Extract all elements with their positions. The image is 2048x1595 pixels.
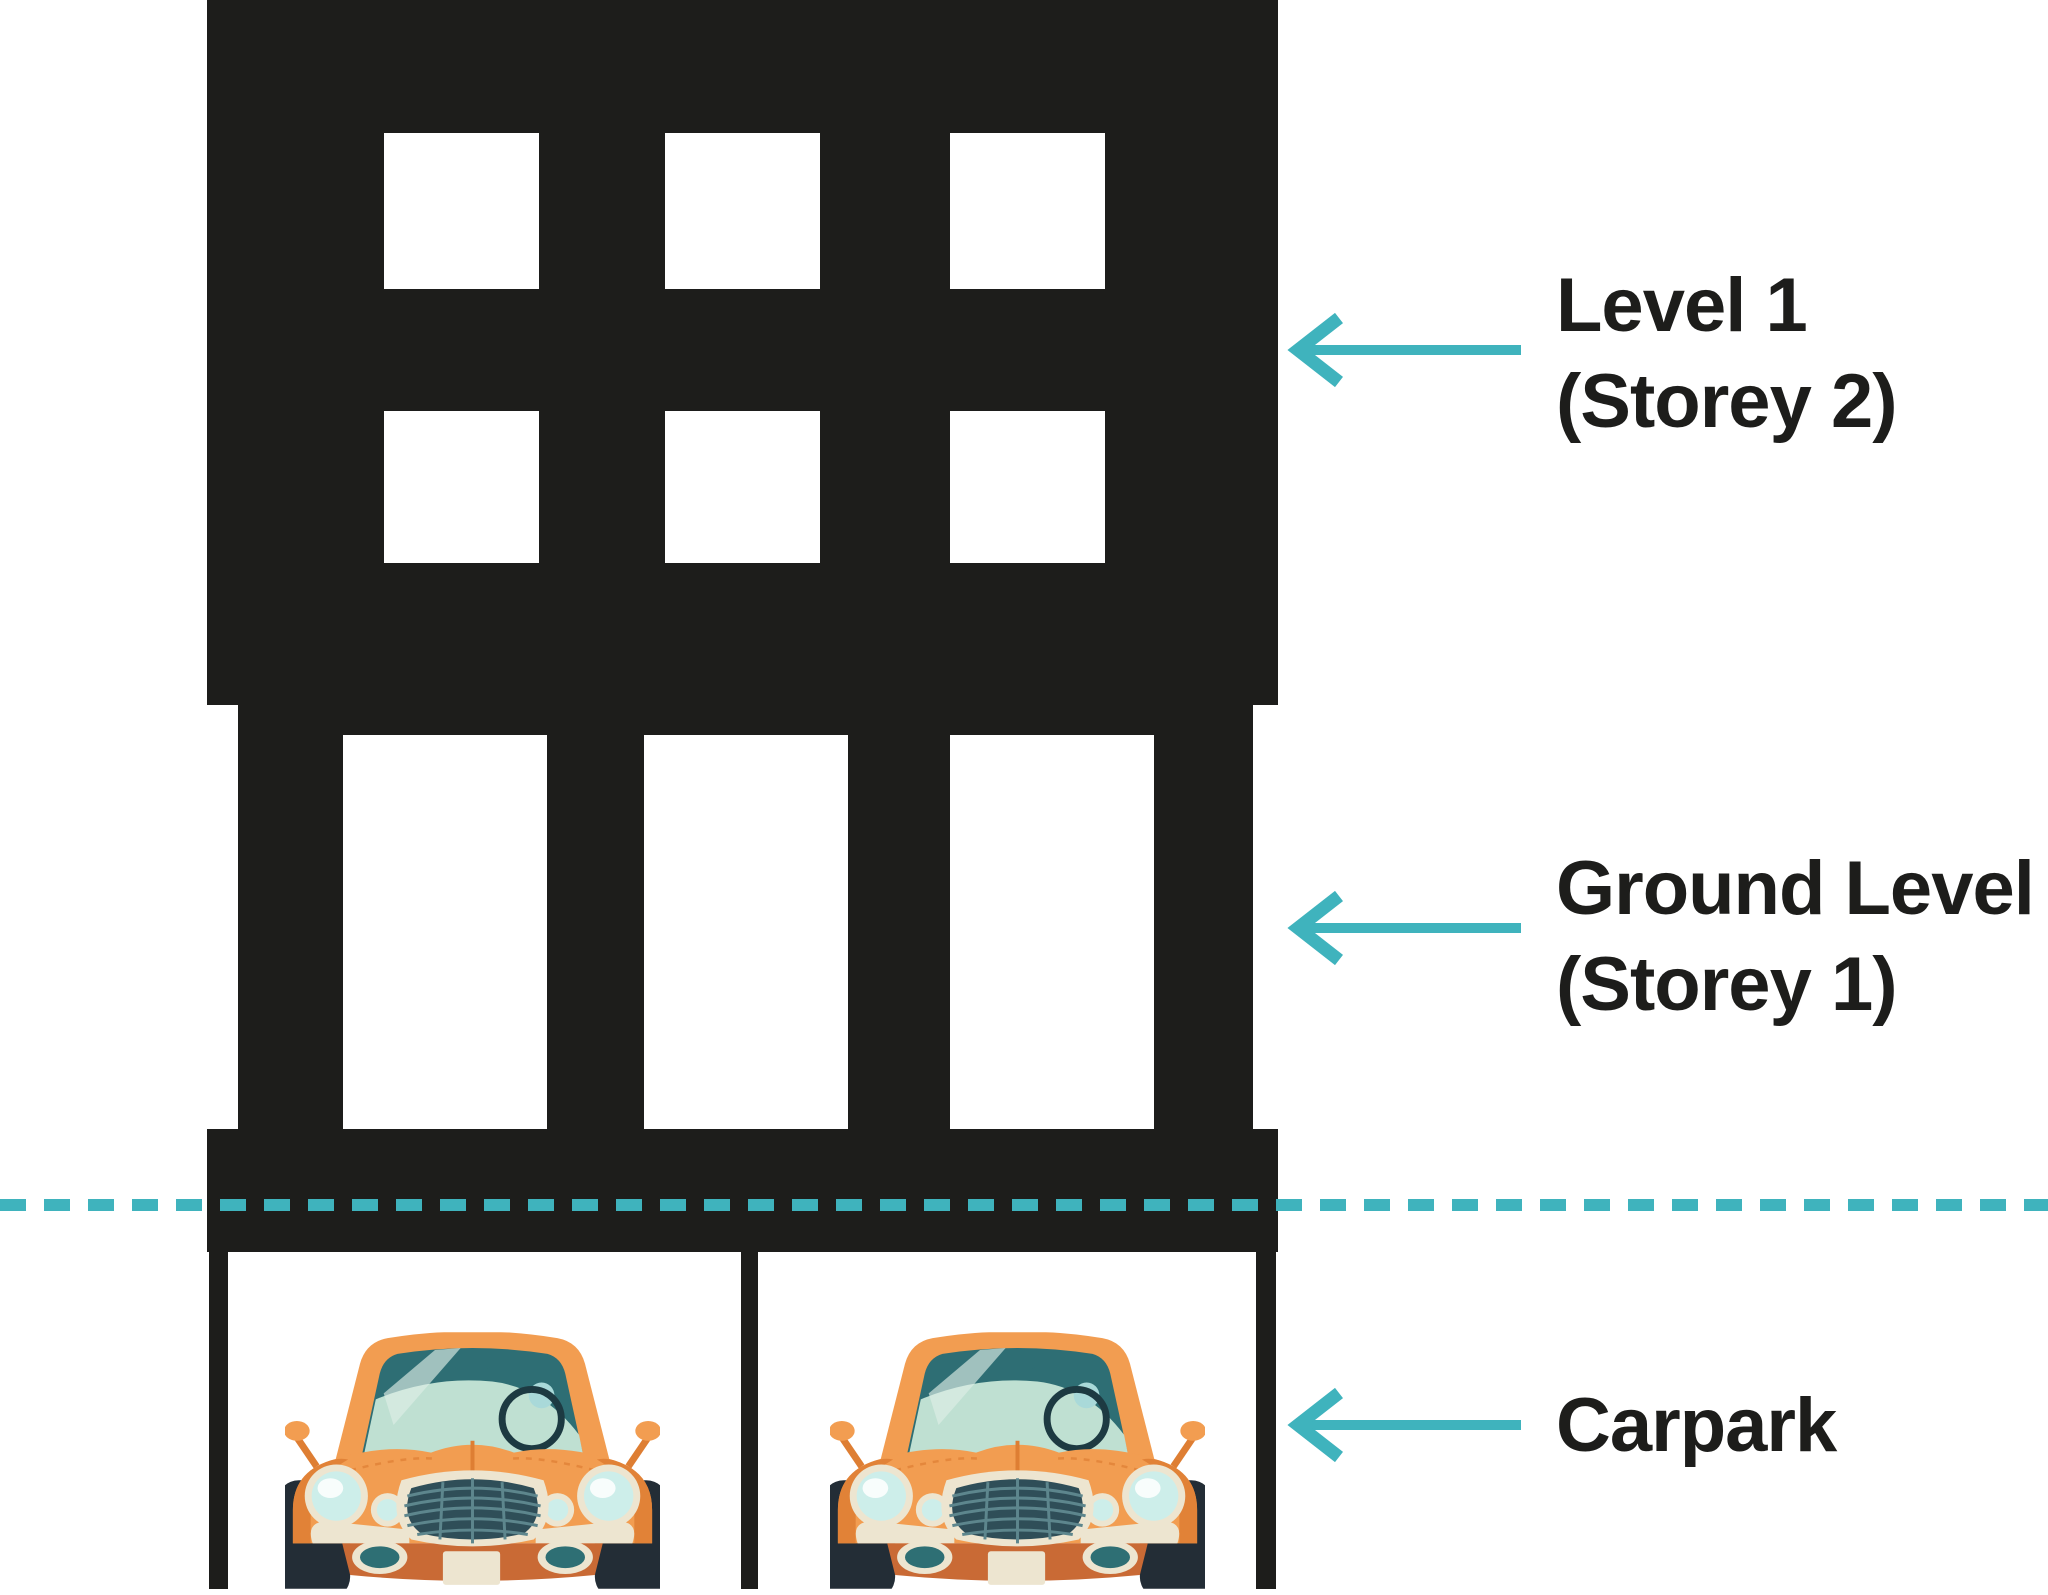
building-upper-storey [207,0,1278,705]
upper-window [665,133,820,289]
ground-window [950,735,1154,1129]
upper-window [950,411,1105,563]
label-carpark: Carpark [1556,1378,1837,1474]
upper-window [384,133,539,289]
carpark-pillar [741,1252,758,1589]
carpark-pillar [209,1252,228,1589]
car-illustration [830,1332,1205,1589]
ground-window [343,735,547,1129]
label-ground-level: Ground Level (Storey 1) [1556,841,2035,1033]
label-line: Level 1 [1556,263,1808,348]
ground-window [644,735,848,1129]
carpark-pillar [1256,1252,1276,1589]
label-line: Ground Level [1556,846,2035,931]
label-line: (Storey 1) [1556,942,1898,1027]
upper-window [384,411,539,563]
label-level1: Level 1 (Storey 2) [1556,258,1898,450]
ground-level-arrow-icon [1287,890,1521,966]
label-line: (Storey 2) [1556,359,1898,444]
building-base-band [207,1129,1278,1252]
carpark-arrow-icon [1287,1387,1521,1463]
car-illustration [285,1332,660,1589]
label-line: Carpark [1556,1383,1837,1468]
upper-window [665,411,820,563]
upper-window [950,133,1105,289]
level1-arrow-icon [1287,312,1521,388]
ground-line-dashed [0,1199,2048,1211]
